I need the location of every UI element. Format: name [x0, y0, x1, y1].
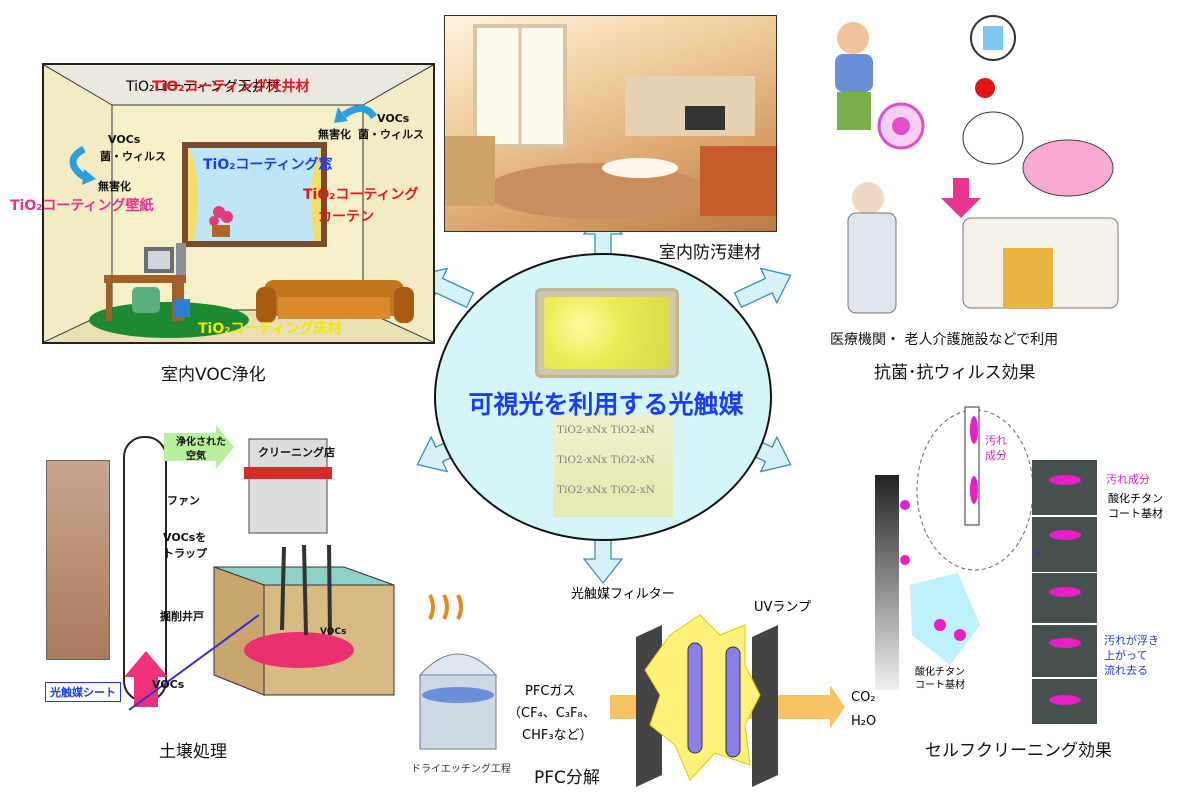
label-gas-1: PFCガス — [525, 684, 576, 699]
interior-photo — [444, 15, 777, 232]
label-sheet: 光触媒シート — [45, 682, 121, 702]
self-cleaning-illustration — [875, 406, 1097, 724]
label-voc-left: VOCs — [108, 133, 141, 146]
interior-photo-shapes — [445, 24, 776, 219]
sample-line-2: TiO2-xNx TiO2-xN — [557, 454, 655, 466]
label-ceiling: TiO₂コーティング天井材 — [126, 79, 280, 95]
label-vocs-ground: VOCs — [320, 627, 347, 637]
caption-interior: 室内防汚建材 — [659, 243, 761, 263]
label-curtain-1: TiO₂コーティング — [303, 187, 419, 203]
caption-antibacterial: 抗菌･抗ウィルス効果 — [874, 363, 1036, 383]
arrow-upper-right — [729, 257, 800, 318]
label-purified-air-2: 空気 — [186, 451, 206, 462]
label-out-2: H₂O — [851, 714, 877, 729]
label-curtain-2: カーテン — [318, 209, 374, 225]
label-base-2: コート基材 — [915, 680, 965, 691]
center-title: 可視光を利用する光触媒 — [468, 390, 744, 419]
label-dirt: 汚れ — [985, 434, 1007, 447]
catalyst-powder-image — [535, 288, 679, 378]
label-coat-2: コート基材 — [1108, 507, 1163, 520]
label-float-1: 汚れが浮き — [1104, 634, 1159, 647]
label-gas-2: （CF₄、C₃F₈、 — [508, 706, 596, 721]
label-harmless-right: 無害化 — [318, 128, 351, 141]
label-float-3: 流れ去る — [1104, 664, 1148, 677]
catalyst-sample-image: TiO2-xNx TiO2-xN TiO2-xNx TiO2-xN TiO2-x… — [553, 415, 673, 517]
label-coat: 酸化チタン — [1108, 492, 1163, 505]
label-voc-left-2: 菌・ウィルス — [100, 150, 166, 163]
label-wallpaper: TiO₂コーティング壁紙 — [10, 198, 154, 214]
caption-indoor-voc: 室内VOC浄化 — [161, 365, 266, 385]
center-ellipse — [434, 253, 772, 541]
label-fan: ファン — [167, 494, 200, 507]
label-ceiling-text: TiO₂コーティング天井材 — [152, 79, 310, 95]
antibacterial-illustration — [835, 15, 1119, 314]
label-medical-note: 医療機関・ 老人介護施設などで利用 — [830, 332, 1059, 348]
label-etching: ドライエッチング工程 — [411, 764, 511, 775]
label-out-1: CO₂ — [851, 690, 876, 705]
label-voc-right-2: 菌・ウィルス — [358, 128, 424, 141]
label-window: TiO₂コーティング窓 — [203, 157, 333, 173]
sample-line-1: TiO2-xNx TiO2-xN — [557, 424, 655, 436]
caption-soil: 土壌処理 — [159, 742, 227, 762]
sample-line-3: TiO2-xNx TiO2-xN — [557, 484, 655, 496]
label-vocs-bottom: VOCs — [152, 678, 185, 691]
soil-illustration — [123, 425, 395, 711]
caption-pfc: PFC分解 — [534, 768, 600, 788]
room-illustration — [42, 63, 435, 344]
label-trap: VOCsを — [163, 531, 207, 544]
label-base: 酸化チタン — [915, 667, 965, 678]
label-well: 掘削井戸 — [160, 610, 204, 623]
label-floor: TiO₂コーティング床材 — [198, 321, 342, 337]
label-gas-3: CHF₃など） — [522, 728, 593, 743]
label-float-2: 上がって — [1104, 649, 1148, 662]
label-shop: クリーニング店 — [258, 446, 335, 459]
room-lines — [44, 65, 433, 342]
caption-self-cleaning: セルフクリーニング効果 — [925, 741, 1112, 761]
label-voc-right: VOCs — [377, 112, 410, 125]
label-uv-lamp: UVランプ — [754, 600, 812, 615]
label-water: 水 — [1032, 547, 1043, 560]
label-trap-2: トラップ — [163, 547, 207, 560]
label-harmless-left: 無害化 — [98, 180, 131, 193]
label-dirt-component: 汚れ成分 — [1106, 473, 1150, 486]
label-filter: 光触媒フィルター — [571, 587, 675, 602]
label-dirt-2: 成分 — [985, 449, 1007, 462]
soil-photo — [46, 460, 110, 660]
pfc-illustration — [418, 594, 845, 787]
label-purified-air: 浄化された — [176, 437, 226, 448]
